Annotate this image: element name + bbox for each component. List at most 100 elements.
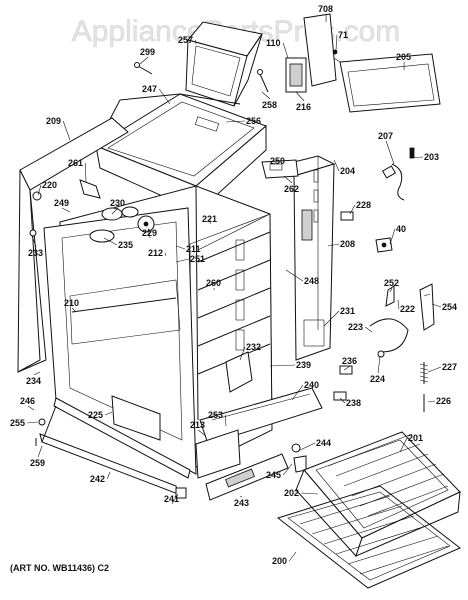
callout-label: 299 [140, 47, 155, 57]
leader-line [105, 411, 113, 416]
leader-line [158, 88, 171, 105]
callout-label: 213 [190, 420, 205, 430]
leader-line [389, 287, 393, 293]
leader-line [333, 159, 340, 172]
callout-label: 204 [340, 166, 355, 176]
leader-line [397, 299, 400, 310]
callout-221: 221 [202, 214, 217, 225]
callout-252: 252 [384, 278, 399, 293]
callout-210: 210 [64, 298, 79, 313]
callout-212: 212 [148, 248, 167, 258]
left-side-panel-209 [17, 117, 129, 373]
callout-label: 261 [68, 158, 83, 168]
callout-245: 245 [266, 463, 293, 480]
callout-label: 240 [304, 380, 319, 390]
callout-250: 250 [270, 156, 285, 167]
callout-255: 255 [10, 418, 39, 428]
leader-line [295, 442, 316, 453]
callout-label: 258 [262, 100, 277, 110]
callout-234: 234 [26, 371, 41, 386]
leader-line [111, 207, 119, 215]
callout-220: 220 [37, 180, 57, 196]
callout-213: 213 [190, 420, 207, 437]
callout-label: 202 [284, 488, 299, 498]
callout-249: 249 [54, 198, 71, 213]
callout-label: 234 [26, 376, 41, 386]
leader-line [295, 91, 305, 102]
leader-line [377, 355, 381, 374]
callout-258: 258 [261, 91, 277, 110]
leader-line [261, 91, 271, 100]
callout-257: 257 [178, 35, 197, 45]
igniter-203 [381, 147, 415, 201]
callout-203: 203 [409, 152, 439, 162]
leader-line [194, 39, 197, 45]
callout-229: 229 [142, 227, 157, 239]
lower-assembly [195, 351, 323, 501]
leader-line [239, 495, 243, 498]
leader-line [175, 258, 190, 263]
leader-line [239, 346, 246, 361]
callout-label: 205 [396, 52, 411, 62]
callout-227: 227 [427, 362, 457, 373]
control-panel-parts [257, 13, 441, 113]
callout-label: 245 [266, 470, 281, 480]
callout-230: 230 [110, 198, 125, 215]
callout-256: 256 [225, 116, 261, 126]
callout-label: 203 [424, 152, 439, 162]
callout-label: 209 [46, 116, 61, 126]
callout-label: 220 [42, 180, 57, 190]
callout-248: 248 [285, 269, 319, 286]
callout-209: 209 [46, 116, 71, 141]
leader-line [431, 303, 442, 308]
leader-line [389, 228, 396, 245]
callout-231: 231 [323, 306, 355, 327]
callout-243: 243 [234, 495, 249, 508]
small-parts-right [333, 211, 435, 412]
callout-label: 257 [178, 35, 193, 45]
callout-246: 246 [20, 396, 35, 411]
callout-label: 236 [342, 356, 357, 366]
callout-233: 233 [28, 235, 43, 258]
callout-253: 253 [208, 410, 227, 427]
callout-label: 40 [396, 224, 406, 234]
leader-line [33, 371, 41, 376]
callout-242: 242 [90, 471, 111, 484]
callout-201: 201 [399, 433, 423, 453]
callout-110: 110 [266, 38, 289, 59]
callout-label: 228 [356, 200, 371, 210]
leader-line [409, 156, 424, 159]
callout-label: 260 [206, 278, 221, 288]
callout-label: 207 [378, 131, 393, 141]
callout-222: 222 [397, 299, 415, 314]
callout-label: 71 [338, 30, 348, 40]
leader-line [323, 310, 340, 327]
leader-line [84, 162, 87, 183]
callout-244: 244 [295, 438, 331, 453]
leader-line [339, 397, 346, 404]
leader-line [288, 551, 297, 562]
callout-label: 226 [436, 396, 451, 406]
callout-299: 299 [139, 47, 155, 65]
callout-216: 216 [295, 91, 311, 112]
callout-label: 243 [234, 498, 249, 508]
leader-line [61, 207, 71, 213]
callout-211: 211 [175, 244, 201, 254]
top-panel-257 [185, 21, 263, 107]
leader-line [335, 34, 338, 51]
burner-assembly [29, 179, 155, 243]
callout-259: 259 [30, 445, 45, 468]
leader-line [139, 56, 149, 65]
bracket-262 [261, 159, 299, 179]
leader-line [225, 120, 246, 123]
leader-line [283, 175, 293, 184]
leader-line [27, 421, 39, 424]
callout-251: 251 [175, 254, 205, 264]
callout-238: 238 [339, 397, 361, 408]
callout-label: 246 [20, 396, 35, 406]
leader-line [31, 235, 37, 248]
callout-208: 208 [327, 239, 355, 249]
art-number: (ART NO. WB11436) C2 [10, 563, 110, 573]
